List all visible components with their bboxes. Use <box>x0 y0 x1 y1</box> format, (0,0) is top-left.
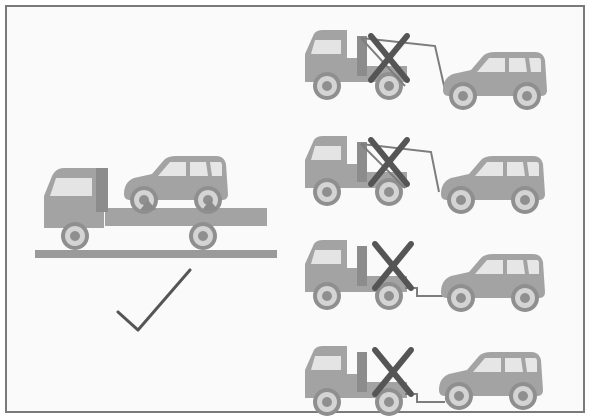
tow-method-row-2 <box>305 136 545 214</box>
flatbed-truck-illustration <box>35 156 277 258</box>
ground-line <box>35 250 277 258</box>
tow-method-row-1 <box>305 30 547 110</box>
tow-method-row-3 <box>305 240 545 312</box>
checkmark-icon <box>118 270 190 330</box>
tow-method-row-4 <box>305 346 543 416</box>
